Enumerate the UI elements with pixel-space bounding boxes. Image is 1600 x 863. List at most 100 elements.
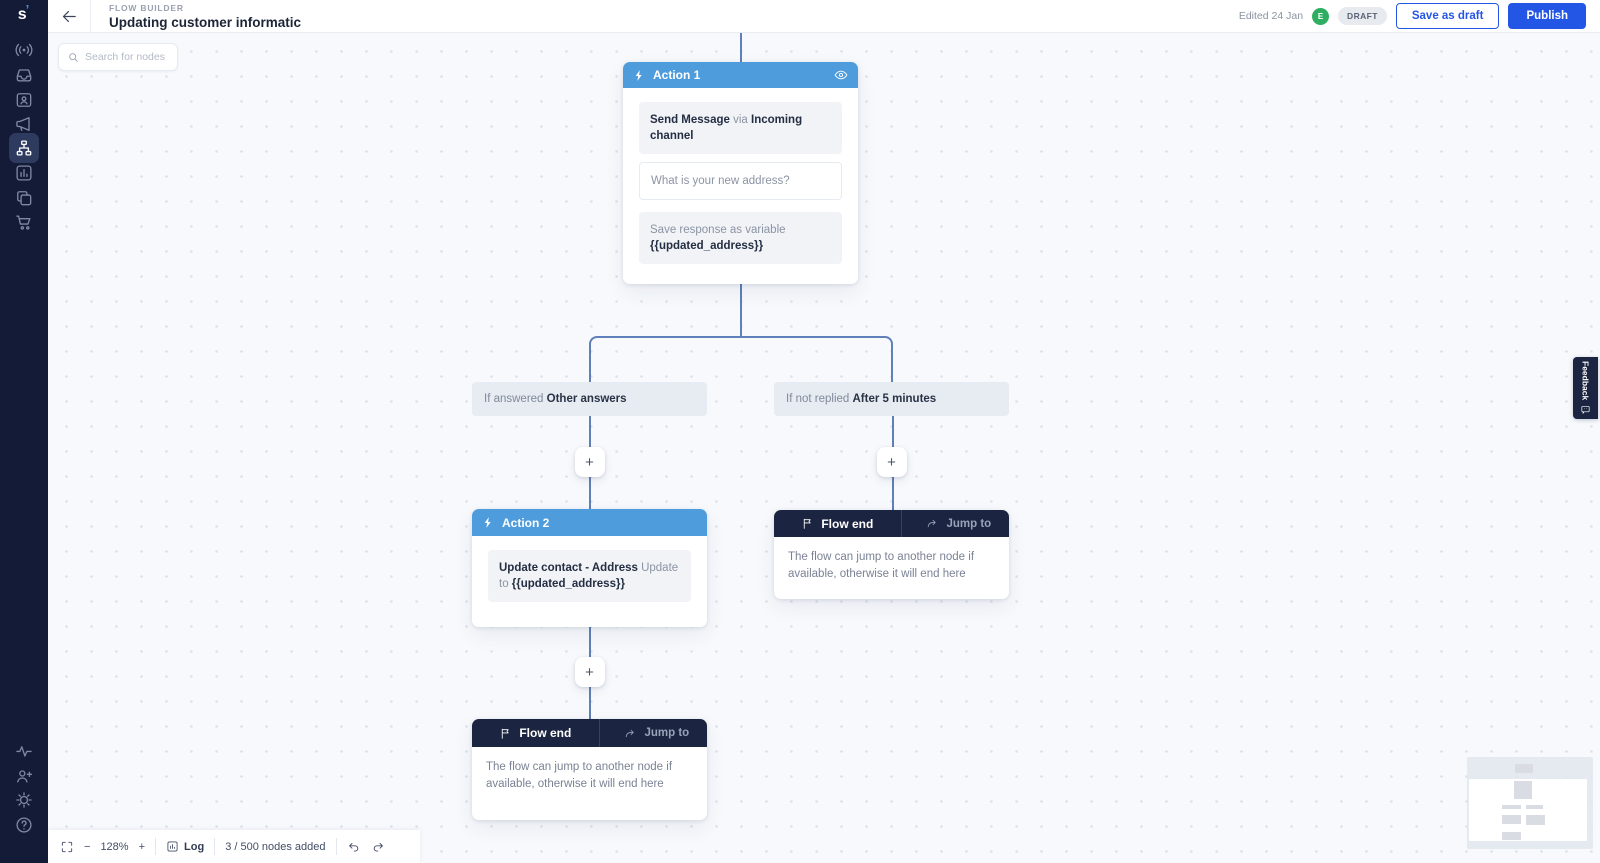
zoom-level: 128% [100, 840, 129, 853]
variable-name: {{updated_address}} [511, 578, 625, 591]
branch-condition-answered[interactable]: If answered Other answers [472, 382, 707, 416]
flow-end-tab[interactable]: Flow end [774, 510, 902, 537]
sidebar-item-integrations[interactable] [9, 183, 39, 213]
eye-icon [834, 70, 848, 80]
node-action-1-header[interactable]: Action 1 [623, 62, 858, 88]
jump-to-tab[interactable]: Jump to [909, 510, 1009, 537]
activity-pulse-icon [16, 746, 32, 757]
undo-button[interactable] [347, 840, 361, 854]
preview-eye-button[interactable] [834, 68, 848, 82]
condition-prefix: If answered [484, 393, 547, 405]
node-title: Action 1 [653, 68, 701, 82]
save-as-draft-button[interactable]: Save as draft [1395, 3, 1500, 29]
zoom-out-button[interactable]: − [84, 841, 90, 853]
search-input[interactable] [85, 51, 169, 63]
sidebar-item-campaigns[interactable] [9, 109, 39, 139]
sidebar-item-analytics[interactable] [9, 158, 39, 188]
node-flow-end-left[interactable]: Flow end Jump to The flow can jump to an… [472, 719, 707, 820]
add-node-button[interactable]: + [574, 657, 605, 687]
sidebar-item-settings[interactable] [9, 785, 39, 815]
edited-timestamp: Edited 24 Jan [1238, 10, 1304, 22]
plus-icon: + [138, 840, 146, 853]
condition-value: After 5 minutes [852, 393, 937, 405]
jump-to-label: Jump to [644, 727, 690, 739]
add-node-button[interactable]: + [574, 447, 605, 477]
connector-branch-left [588, 336, 741, 382]
search-icon [69, 52, 78, 62]
lightning-icon [484, 517, 491, 528]
redo-button[interactable] [371, 840, 385, 854]
flow-canvas[interactable]: Action 1 Send Message via Incoming chann… [48, 33, 1600, 863]
contact-card-icon [16, 93, 32, 107]
toolbar-divider [155, 838, 157, 855]
feedback-tab[interactable]: Feedback [1573, 357, 1598, 419]
minimap[interactable] [1467, 757, 1593, 849]
sidebar-item-inbox[interactable] [9, 60, 39, 90]
minimap-node [1502, 832, 1521, 840]
log-icon [167, 841, 178, 852]
minimap-node [1502, 815, 1521, 824]
inbox-icon [16, 69, 32, 82]
log-label: Log [184, 840, 205, 853]
update-contact-label: Update contact - Address [499, 562, 638, 574]
channel-label: Incoming channel [650, 114, 803, 143]
sidebar-item-broadcast[interactable] [9, 35, 39, 65]
sidebar-item-invite[interactable] [9, 761, 39, 791]
redo-icon [373, 842, 383, 852]
section-label: FLOW BUILDER [109, 2, 184, 13]
minimap-node [1526, 805, 1543, 809]
jump-to-label: Jump to [946, 517, 992, 530]
node-search [58, 43, 178, 71]
jump-to-tab[interactable]: Jump to [607, 719, 707, 747]
minimap-node [1515, 764, 1533, 773]
zoom-in-button[interactable]: + [139, 841, 145, 853]
publish-button[interactable]: Publish [1508, 3, 1586, 29]
arrow-left-icon [62, 10, 76, 22]
node-action-1[interactable]: Action 1 Send Message via Incoming chann… [623, 62, 858, 284]
undo-icon [348, 842, 358, 852]
connector-branch-right [740, 336, 893, 382]
flow-end-header: Flow end Jump to [472, 719, 707, 747]
jump-arrow-icon [626, 729, 635, 737]
connector-line [739, 33, 742, 63]
send-message-label: Send Message [650, 114, 730, 126]
add-node-button[interactable]: + [876, 447, 907, 477]
person-add-icon [17, 770, 33, 783]
fit-view-button[interactable] [60, 840, 74, 854]
layers-icon [17, 191, 32, 206]
jump-arrow-icon [928, 519, 937, 528]
help-icon [16, 817, 32, 833]
avatar[interactable]: E [1312, 7, 1330, 25]
minimap-node [1514, 781, 1532, 799]
flow-builder-icon [16, 140, 32, 156]
app-logo[interactable]: s’ [17, 2, 30, 23]
gear-icon [16, 792, 32, 808]
sidebar-item-flow-builder[interactable] [9, 133, 39, 163]
node-flow-end-right[interactable]: Flow end Jump to The flow can jump to an… [774, 510, 1009, 599]
flow-end-tab[interactable]: Flow end [472, 719, 600, 747]
nodes-added-counter: 3 / 500 nodes added [225, 840, 326, 853]
status-badge: DRAFT [1338, 7, 1387, 25]
branch-condition-not-replied[interactable]: If not replied After 5 minutes [774, 382, 1009, 416]
flow-end-label: Flow end [519, 726, 572, 740]
sidebar-item-activity[interactable] [9, 736, 39, 766]
sidebar-item-commerce[interactable] [9, 207, 39, 237]
feedback-label: Feedback [1580, 360, 1591, 401]
flow-end-header: Flow end Jump to [774, 510, 1009, 537]
sidebar-item-contacts[interactable] [9, 85, 39, 115]
log-button[interactable]: Log [166, 840, 204, 853]
flow-end-description: The flow can jump to another node if ava… [788, 551, 975, 580]
top-bar: FLOW BUILDER Updating customer informati… [48, 0, 1600, 33]
node-title: Action 2 [502, 515, 550, 530]
sidebar-item-help[interactable] [9, 810, 39, 840]
analytics-icon [16, 165, 32, 181]
back-button[interactable] [48, 0, 90, 32]
plus-icon: + [585, 663, 594, 681]
save-variable-label: Save response as variable [650, 224, 786, 237]
node-action-2[interactable]: Action 2 Update contact - Address Update… [472, 509, 707, 627]
node-action-2-body: Update contact - Address Update to {{upd… [472, 536, 707, 627]
flag-icon [804, 518, 811, 529]
title-block: FLOW BUILDER Updating customer informati… [109, 3, 301, 30]
plus-icon: + [585, 453, 594, 471]
node-action-2-header[interactable]: Action 2 [472, 509, 707, 536]
